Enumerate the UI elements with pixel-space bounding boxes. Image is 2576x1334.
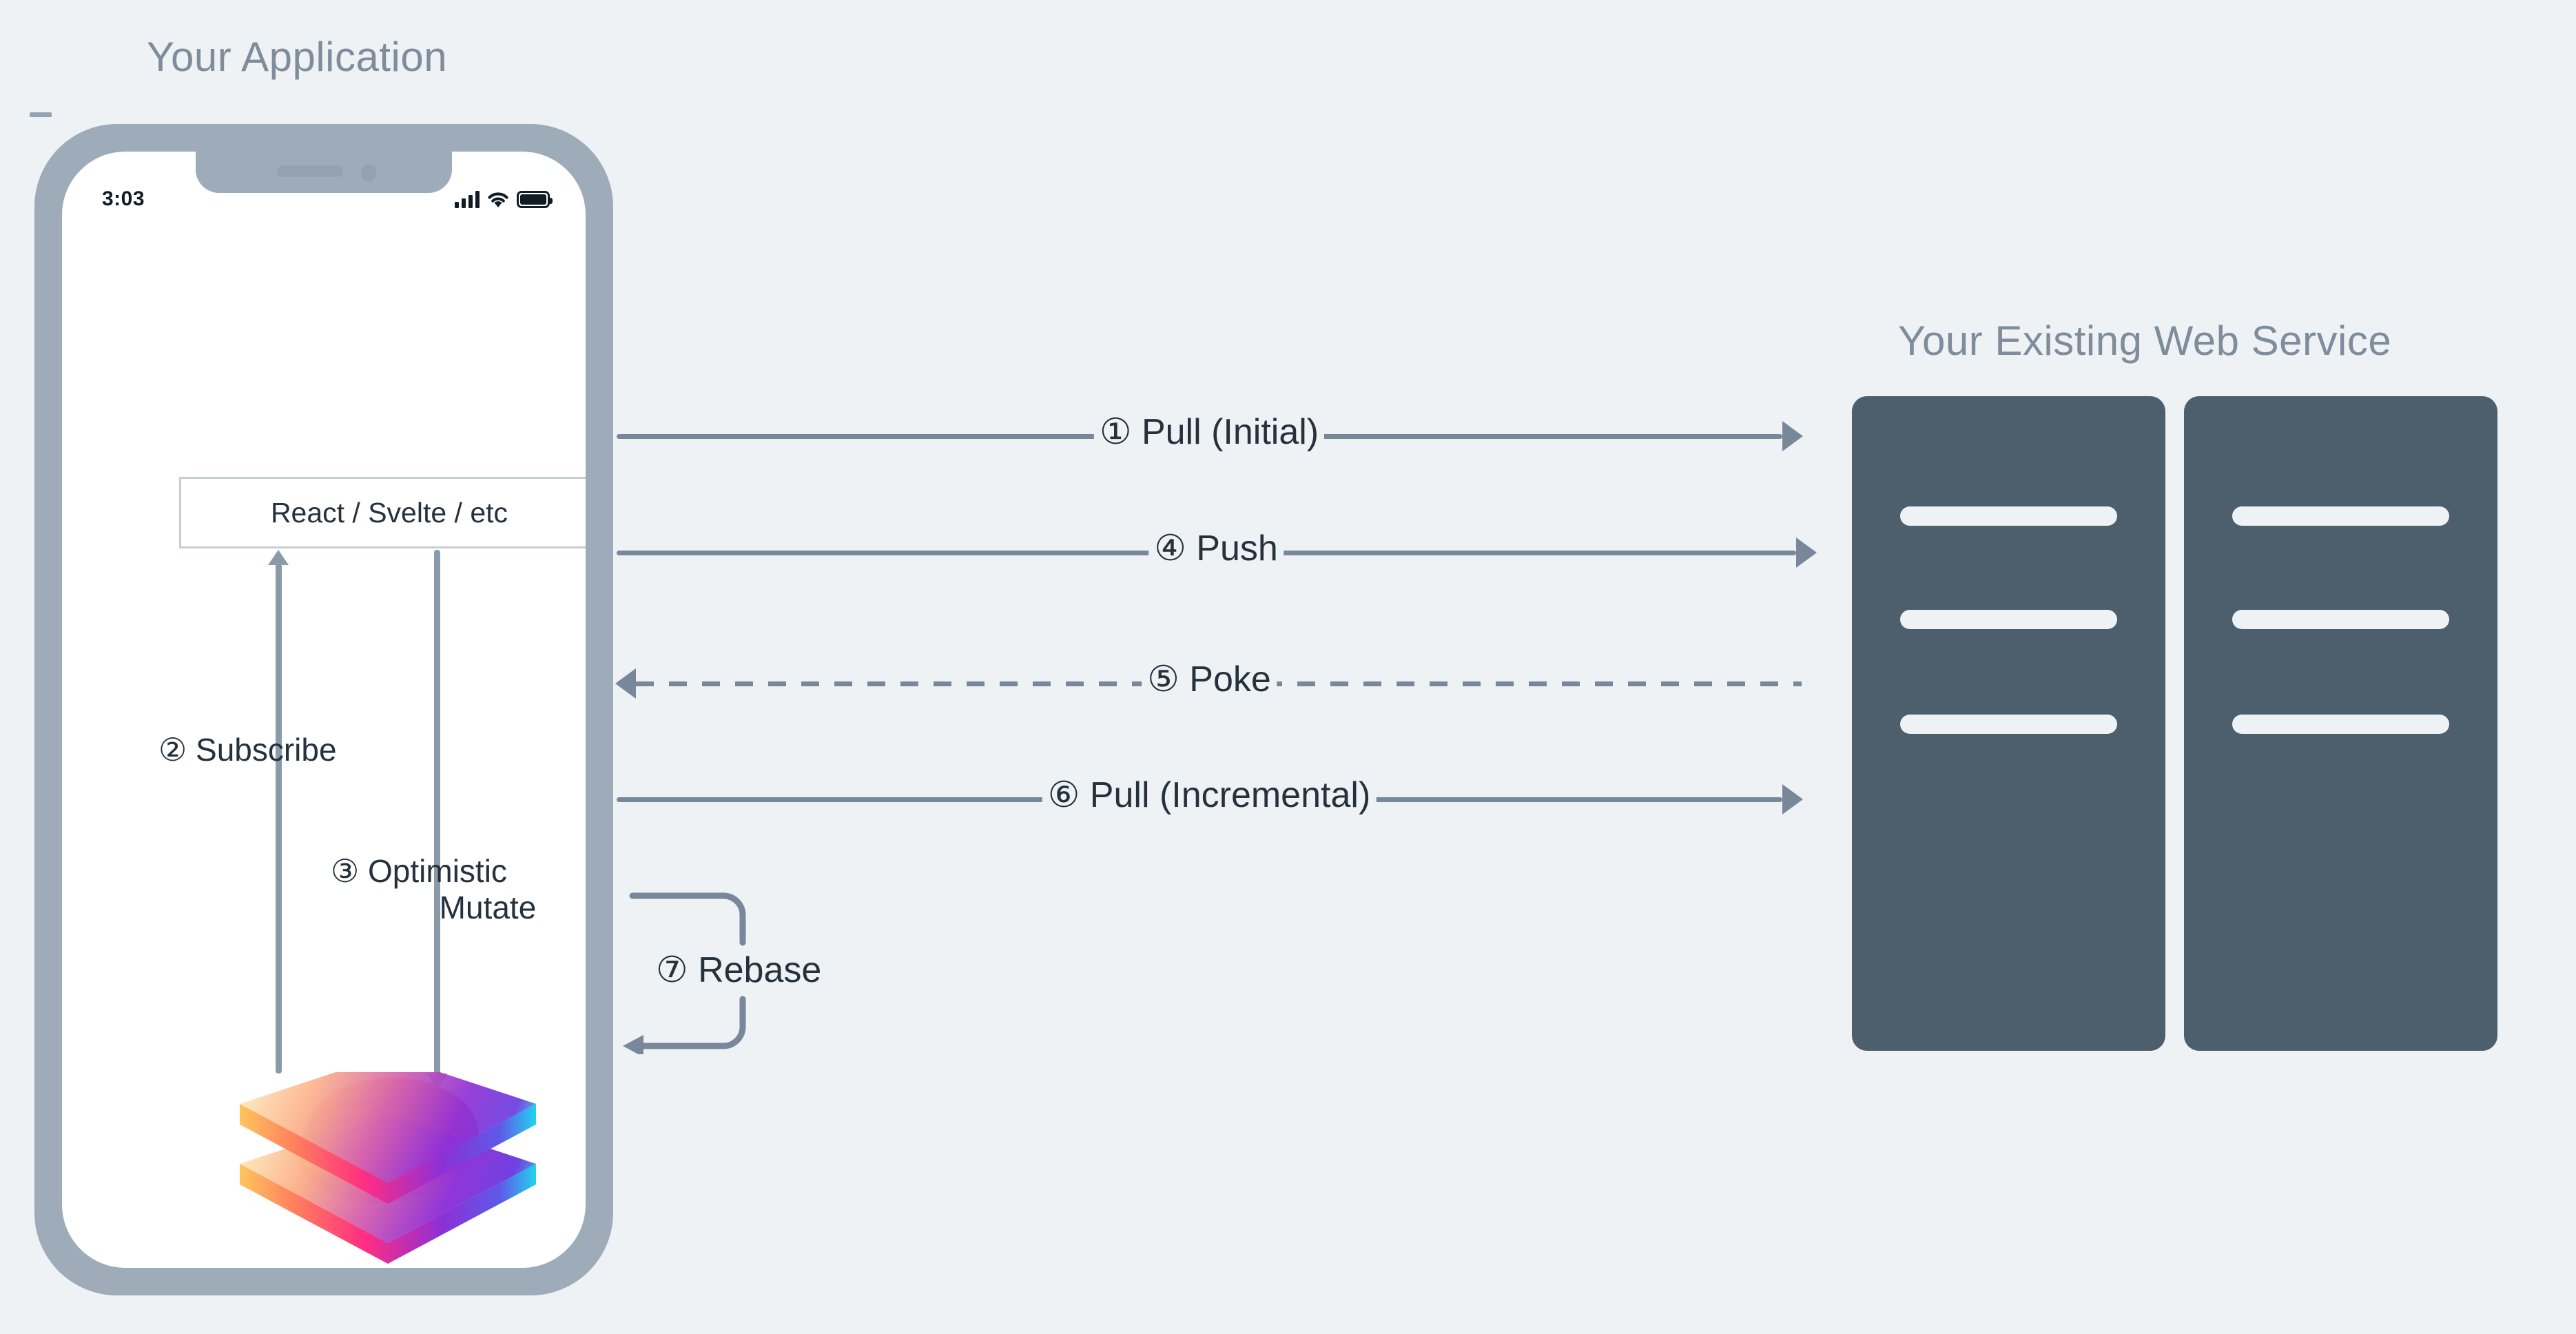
flow-label-pull-incremental: ⑥ Pull (Incremental): [1042, 774, 1377, 816]
server-slot: [2232, 610, 2449, 629]
server-rack-a: [1852, 396, 2165, 1051]
battery-icon: [517, 191, 553, 208]
label-optimistic-mutate-line2: Mutate: [439, 889, 537, 925]
phone-notch: [196, 152, 452, 193]
page-title-web-service: Your Existing Web Service: [1898, 318, 2392, 364]
flow-push: ④ Push: [617, 528, 1817, 573]
framework-box-label: React / Svelte / etc: [270, 496, 508, 529]
flow-label-poke: ⑤ Poke: [1142, 659, 1277, 700]
flow-pull-initial: ① Pull (Initial): [617, 411, 1803, 457]
status-bar-icons: [455, 185, 553, 208]
framework-box[interactable]: React / Svelte / etc: [179, 477, 586, 548]
server-rack-b: [2184, 396, 2497, 1051]
flow-label-pull-initial: ① Pull (Initial): [1093, 411, 1325, 453]
server-slot: [2232, 506, 2449, 526]
wifi-icon: [487, 191, 509, 208]
page-title-your-application: Your Application: [147, 34, 448, 80]
speaker-icon: [277, 165, 343, 177]
phone-device: 3:03 React / Svelte / etc: [34, 124, 613, 1295]
server-slot: [1900, 610, 2117, 629]
flow-poke: ⑤ Poke: [615, 659, 1802, 704]
label-optimistic-mutate-line1: ③ Optimistic: [331, 853, 507, 889]
flow-rebase: [620, 889, 779, 1054]
status-bar-time: 3:03: [102, 187, 145, 210]
server-slot: [1900, 715, 2117, 734]
label-subscribe: ② Subscribe: [158, 732, 337, 768]
signal-bars-icon: [455, 190, 480, 208]
flow-pull-incremental: ⑥ Pull (Incremental): [617, 774, 1803, 820]
decorative-dash: [30, 112, 52, 117]
label-optimistic-mutate: ③ Optimistic Mutate: [331, 853, 586, 926]
replicache-logo: Replicache: [240, 1055, 536, 1268]
flow-label-push: ④ Push: [1148, 528, 1284, 569]
server-slot: [1900, 506, 2117, 526]
flow-label-rebase: ⑦ Rebase: [656, 950, 822, 990]
server-slot: [2232, 715, 2449, 734]
camera-icon: [361, 164, 376, 182]
phone-screen: 3:03 React / Svelte / etc: [62, 152, 586, 1268]
